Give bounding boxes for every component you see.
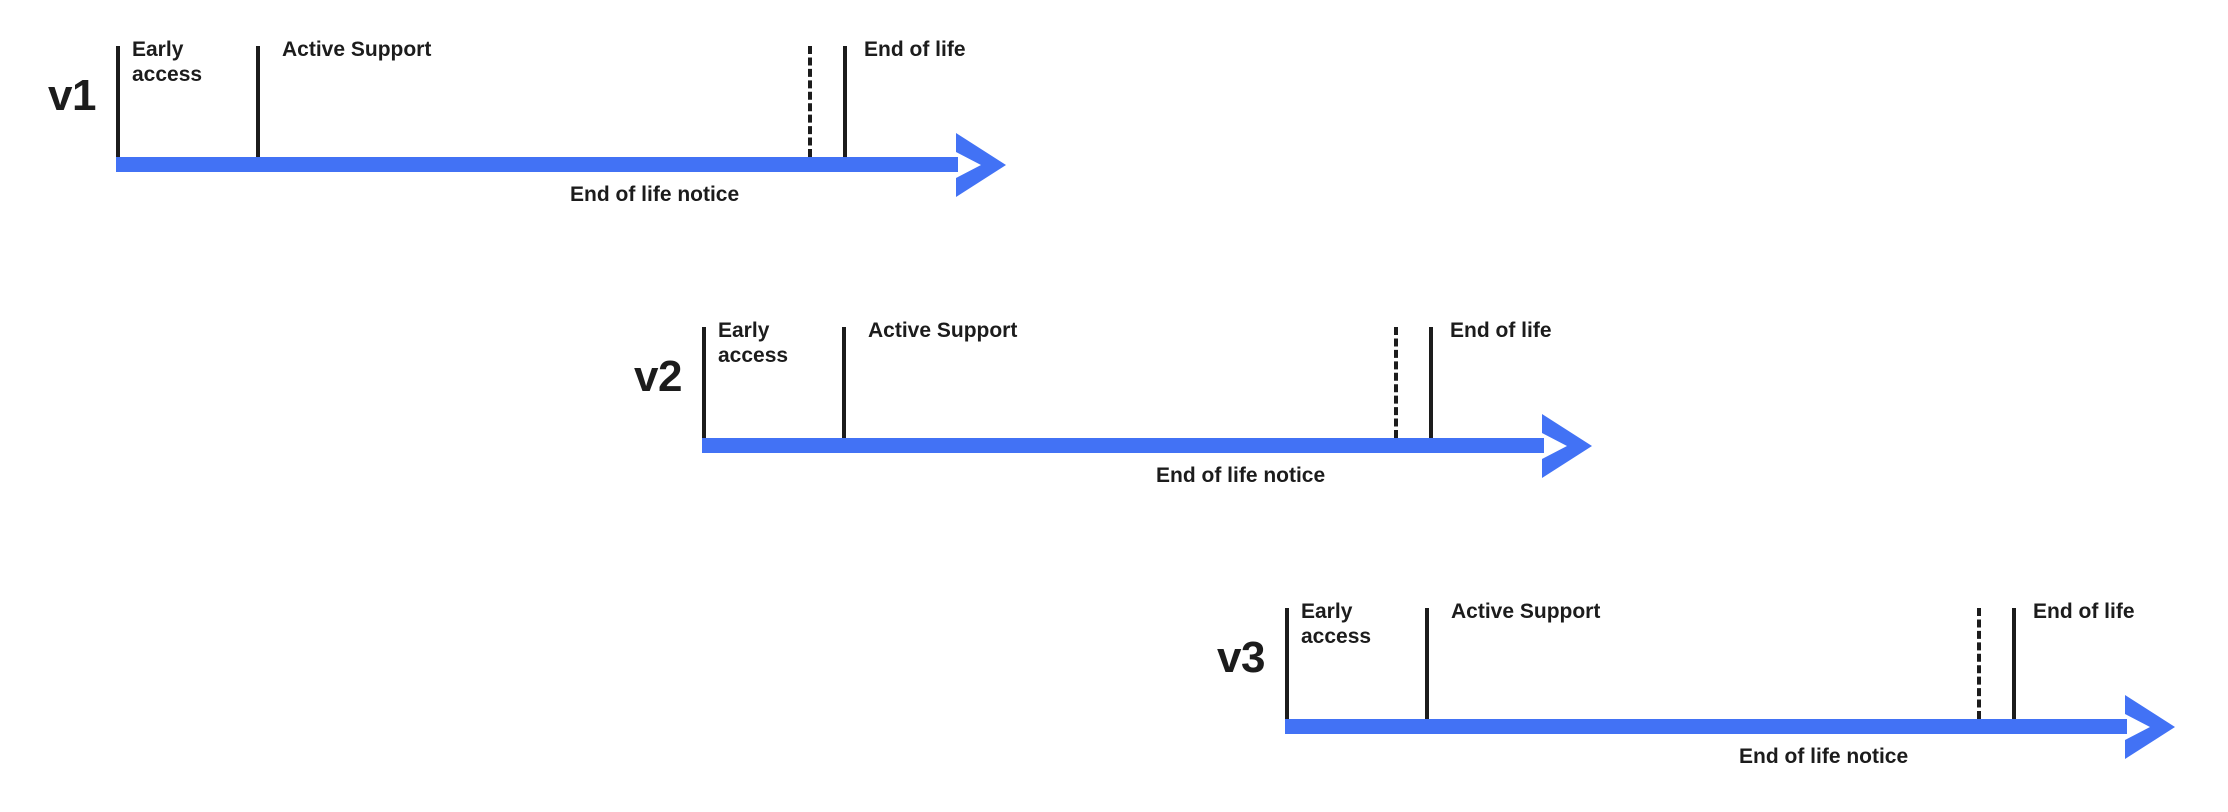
phase-label-end-of-life-v3: End of life <box>2033 600 2135 623</box>
timeline-row-v1: v1 Early access Active Support End of li… <box>0 20 1060 240</box>
marker-end-of-life-v3 <box>2012 608 2016 719</box>
phase-label-early-access-v3: Early access <box>1301 600 1372 648</box>
version-label-v3: v3 <box>1217 633 1265 682</box>
marker-early-access-end-v3 <box>1425 608 1429 719</box>
phase-label-active-support-v3: Active Support <box>1451 600 1601 623</box>
phase-label-end-of-life-v1: End of life <box>864 38 966 61</box>
marker-early-access-end-v1 <box>256 46 260 157</box>
timeline-row-v2: v2 Early access Active Support End of li… <box>586 301 1646 521</box>
marker-end-of-life-v1 <box>843 46 847 157</box>
marker-start-v2 <box>702 327 706 438</box>
notice-label-v2: End of life notice <box>1156 464 1326 487</box>
timeline-bar-v2 <box>702 438 1544 453</box>
notice-label-v3: End of life notice <box>1739 745 1909 768</box>
marker-end-of-life-notice-v2 <box>1394 327 1398 438</box>
marker-end-of-life-v2 <box>1429 327 1433 438</box>
timeline-arrowhead-v3 <box>2125 695 2175 759</box>
phase-label-active-support-v1: Active Support <box>282 38 432 61</box>
phase-label-active-support-v2: Active Support <box>868 319 1018 342</box>
phase-label-early-access-v2: Early access <box>718 319 789 367</box>
timeline-bar-v3 <box>1285 719 2127 734</box>
notice-label-v1: End of life notice <box>570 183 740 206</box>
marker-end-of-life-notice-v3 <box>1977 608 1981 719</box>
marker-start-v1 <box>116 46 120 157</box>
timeline-bar-v1 <box>116 157 958 172</box>
version-label-v2: v2 <box>634 352 682 401</box>
timeline-arrowhead-v2 <box>1542 414 1592 478</box>
version-label-v1: v1 <box>48 71 96 120</box>
timeline-arrowhead-v1 <box>956 133 1006 197</box>
phase-label-early-access-v1: Early access <box>132 38 203 86</box>
marker-end-of-life-notice-v1 <box>808 46 812 157</box>
timeline-row-v3: v3 Early access Active Support End of li… <box>1169 582 2228 802</box>
marker-early-access-end-v2 <box>842 327 846 438</box>
marker-start-v3 <box>1285 608 1289 719</box>
phase-label-end-of-life-v2: End of life <box>1450 319 1552 342</box>
